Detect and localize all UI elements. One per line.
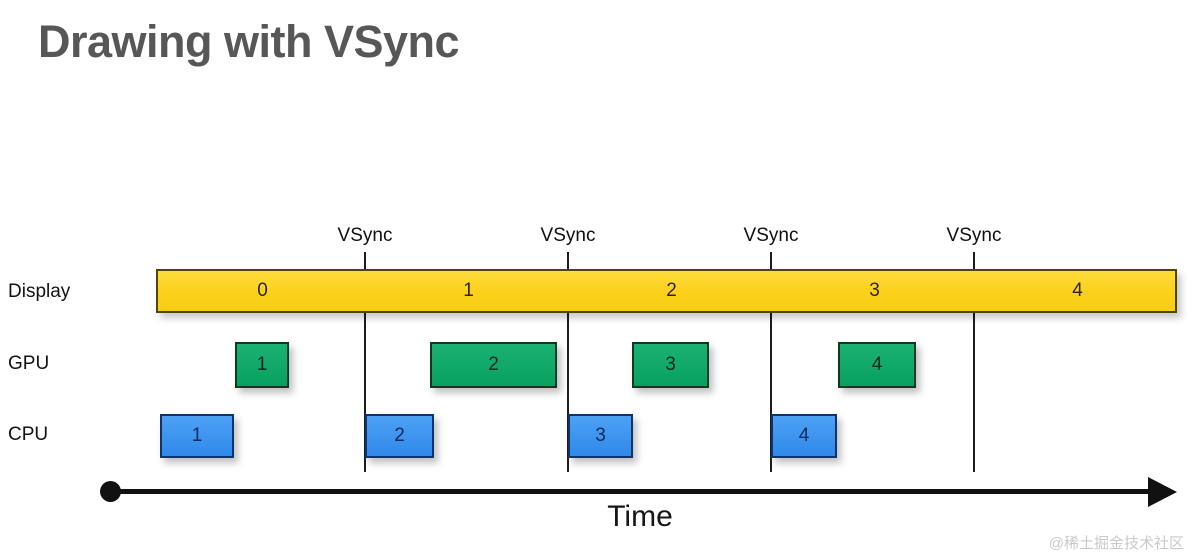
vsync-line-1	[364, 252, 366, 472]
vsync-line-2	[567, 252, 569, 472]
page-title: Drawing with VSync	[38, 16, 460, 67]
cpu-task-box: 3	[568, 414, 633, 458]
vsync-label-4: VSync	[946, 225, 1002, 246]
row-label-cpu: CPU	[8, 424, 49, 445]
gpu-task-box: 2	[430, 342, 557, 388]
display-frame-segment: 0	[257, 280, 268, 301]
gpu-task-box: 4	[838, 342, 916, 388]
row-label-gpu: GPU	[8, 353, 50, 374]
vsync-label-2: VSync	[540, 225, 596, 246]
vsync-line-3	[770, 252, 772, 472]
time-axis-line	[110, 489, 1165, 494]
display-frame-segment: 1	[463, 280, 474, 301]
gpu-task-box: 3	[632, 342, 709, 388]
watermark: @稀土掘金技术社区	[1048, 535, 1184, 552]
vsync-line-4	[973, 252, 975, 472]
cpu-task-box: 4	[771, 414, 837, 458]
vsync-label-1: VSync	[337, 225, 393, 246]
display-frame-segment: 3	[869, 280, 880, 301]
display-frame-segment: 4	[1072, 280, 1083, 301]
row-label-display: Display	[8, 281, 71, 302]
display-frame-segment: 2	[666, 280, 677, 301]
time-axis-arrowhead-icon	[1148, 477, 1177, 507]
gpu-task-box: 1	[235, 342, 289, 388]
vsync-label-3: VSync	[743, 225, 799, 246]
time-axis-label: Time	[607, 500, 673, 533]
display-timeline-bar: 0 1 2 3 4	[156, 269, 1177, 313]
cpu-task-box: 2	[365, 414, 434, 458]
cpu-task-box: 1	[160, 414, 234, 458]
